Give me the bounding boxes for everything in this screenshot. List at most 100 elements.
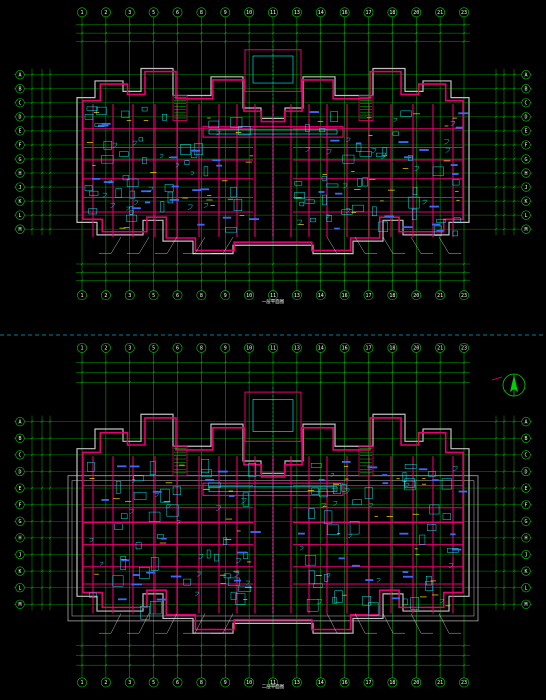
column-axis-label: 20 [413,346,419,352]
axis-circle-icon [387,7,398,18]
dimension-tick [80,23,84,27]
dimension-tick [152,40,156,43]
window-symbol [309,111,320,113]
dimension-tick [176,653,179,657]
axis-circle-icon [459,677,469,688]
leader-line [382,613,394,634]
room-fixture [121,110,130,118]
dimension-tick [128,40,132,43]
column-axis-label: 18 [389,10,395,16]
column-axis-label: 2 [104,293,107,299]
window-symbol [436,229,444,232]
dimension-tick [48,569,52,573]
dimension-tick [512,73,516,77]
dimension-tick [295,361,299,364]
dimension-tick [152,653,156,657]
room-fixture [184,160,190,165]
stairwell [172,445,188,477]
room-fixture [248,463,257,477]
dimension-tick [104,380,108,384]
axis-circle-icon [268,290,278,301]
axis-circle-icon [363,677,374,688]
dimension-tick [30,453,34,457]
axis-circle-icon [15,599,25,609]
axis-circle-icon [521,516,531,526]
dimension-tick [367,653,370,657]
room-fixture [368,602,379,616]
dimension-tick [512,453,516,457]
dimension-tick [295,653,299,657]
column-axis-label: 17 [365,346,371,352]
dimension-tick [512,87,516,91]
axis-circle-icon [521,196,531,206]
column-axis-label: 16 [342,10,348,16]
room-fixture [403,598,408,606]
dimension-tick [295,279,299,283]
dimension-tick [494,101,498,105]
axis-circle-icon [268,677,278,688]
room-fixture [112,575,124,587]
room-fixture [225,227,237,233]
window-symbol [222,216,232,219]
dimension-tick [295,371,299,374]
dimension-tick [414,663,418,667]
axis-circle-icon [124,677,135,688]
dimension-tick [438,279,442,283]
dimension-tick [176,279,179,283]
dimension-tick [438,31,442,35]
window-symbol [117,598,127,601]
leader-line [326,236,338,254]
dimension-tick [502,213,506,217]
window-symbol [391,597,400,600]
row-axis-label: G [524,157,527,163]
room-fixture [441,478,452,490]
dimension-tick [80,262,84,266]
dimension-tick [343,262,347,266]
dimension-tick [40,227,44,231]
room-fixture [372,206,377,217]
window-symbol [338,557,345,560]
dimension-tick [343,40,347,43]
column-axis-label: 17 [365,293,371,299]
column-axis-label: 18 [389,346,395,352]
axis-circle-icon [459,7,469,18]
dimension-tick [414,262,418,266]
dimension-tick [271,279,275,283]
room-fixture [193,143,203,156]
column-axis-label: 13 [294,10,300,16]
dimension-tick [104,371,108,374]
room-fixture [308,570,315,585]
dimension-tick [40,536,44,540]
dimension-tick [494,213,498,217]
axis-circle-icon [15,466,25,477]
dimension-tick [494,185,498,189]
dimension-tick [502,185,506,189]
door-swing [112,142,118,148]
dimension-tick [512,486,516,490]
dimension-tick [414,31,418,35]
axis-circle-icon [521,566,531,576]
room-fixture [89,190,99,196]
dimension-tick [462,361,466,364]
column-axis-label: 10 [246,293,252,299]
dimension-tick [295,380,299,384]
room-fixture [319,128,326,133]
dimension-tick [319,371,323,374]
row-axis-label: J [524,552,527,558]
dimension-tick [502,503,506,507]
leader-line [438,236,450,254]
dimension-tick [271,31,275,35]
dimension-tick [319,644,323,647]
room-fixture [223,573,231,579]
axis-circle-icon [521,98,531,108]
dimension-tick [438,644,442,647]
axis-circle-icon [172,290,183,301]
axis-circle-icon [148,342,159,353]
dimension-tick [271,644,275,647]
dimension-tick [502,101,506,105]
door-swing [333,501,338,506]
dimension-tick [502,115,506,119]
dimension-tick [223,23,227,27]
room-fixture [180,144,191,155]
dimension-tick [462,644,466,647]
